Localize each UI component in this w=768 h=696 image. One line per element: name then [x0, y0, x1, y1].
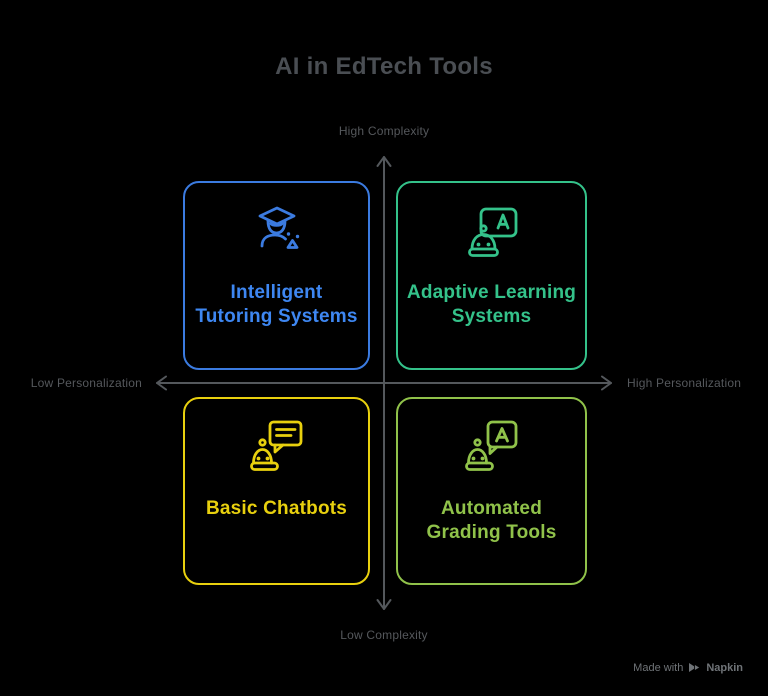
- arrow-up-icon: [376, 156, 392, 167]
- axis-label-high-complexity: High Complexity: [338, 124, 430, 138]
- quadrant-automated-grading-tools: Automated Grading Tools: [396, 397, 587, 585]
- robot-presentation-icon: [462, 200, 522, 260]
- axis-label-low-complexity: Low Complexity: [340, 628, 428, 642]
- napkin-brand-label: Napkin: [706, 661, 743, 674]
- quadrant-label: Adaptive Learning Systems: [406, 282, 577, 327]
- quadrant-adaptive-learning-systems: Adaptive Learning Systems: [396, 181, 587, 370]
- arrow-down-icon: [376, 599, 392, 610]
- made-with-napkin-credit: Made with Napkin: [633, 661, 743, 674]
- page-title: AI in EdTech Tools: [275, 53, 493, 80]
- made-with-label: Made with: [633, 661, 684, 674]
- arrow-left-icon: [156, 375, 167, 391]
- robot-chat-icon: [247, 416, 307, 476]
- quadrant-label: Automated Grading Tools: [426, 498, 557, 543]
- quadrant-intelligent-tutoring-systems: Intelligent Tutoring Systems: [183, 181, 370, 370]
- robot-grading-icon: [462, 416, 522, 476]
- graduate-student-icon: [247, 200, 307, 260]
- napkin-logo-icon: [688, 661, 702, 674]
- axis-label-low-personalization: Low Personalization: [30, 376, 142, 390]
- axis-label-high-personalization: High Personalization: [627, 376, 742, 390]
- quadrant-basic-chatbots: Basic Chatbots: [183, 397, 370, 585]
- arrow-right-icon: [601, 375, 612, 391]
- quadrant-label: Intelligent Tutoring Systems: [195, 282, 358, 327]
- quadrant-label: Basic Chatbots: [205, 498, 348, 519]
